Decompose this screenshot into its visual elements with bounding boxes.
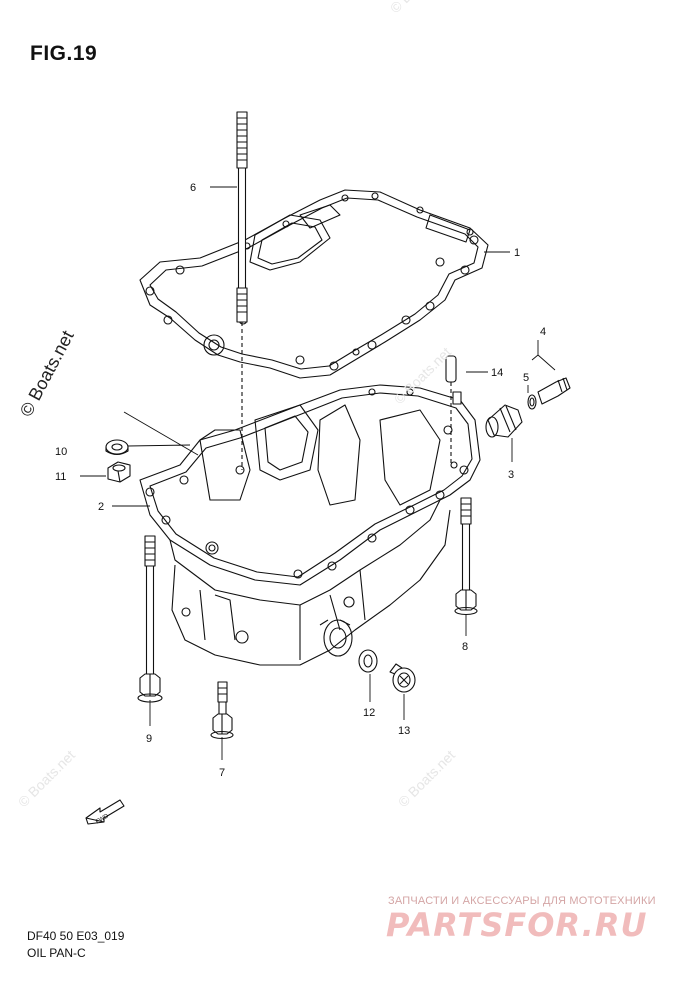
watermark-bottom-right: © Boats.net [395,747,458,810]
figure-title: FIG.19 [30,42,98,65]
o-ring-part[interactable] [527,394,537,410]
watermark-main: © Boats.net [16,327,78,420]
callout-1: 1 [514,247,520,259]
washer-part[interactable] [105,439,129,456]
drain-plug-part[interactable] [389,663,416,693]
bolt-short-part[interactable] [210,681,234,740]
callout-11: 11 [55,471,66,483]
leader-lines [80,186,556,760]
drain-gasket-part[interactable] [358,649,378,673]
callout-14: 14 [491,367,503,379]
bolt-right-part[interactable] [454,497,478,616]
callout-7: 7 [219,767,225,779]
callout-3: 3 [508,469,514,481]
dowel-pin-part[interactable] [445,355,462,466]
oil-pan-part[interactable] [139,384,481,666]
callout-8: 8 [462,641,468,653]
watermark-top: © Boats.net [387,0,450,16]
plug-part[interactable] [485,404,523,438]
brand-tagline: ЗАПЧАСТИ И АКСЕССУАРЫ ДЛЯ МОТОТЕХНИКИ [388,895,656,907]
callout-9: 9 [146,733,152,745]
nut-part[interactable] [107,461,131,483]
callout-6: 6 [190,182,196,194]
brand-logo: PARTSFOR.RU [386,906,648,944]
stud-bolt-part[interactable] [236,111,248,470]
figure-caption: OIL PAN-C [27,946,86,960]
callout-4: 4 [540,326,546,338]
callout-12: 12 [363,707,375,719]
figure-code: DF40 50 E03_019 [27,929,125,943]
bolt-long-part[interactable] [137,535,163,703]
watermark-bottom-left: © Boats.net [15,747,78,810]
gasket-part[interactable] [139,189,489,379]
callout-10: 10 [55,446,67,458]
callout-2: 2 [98,501,104,513]
forward-arrow-icon [85,799,125,825]
fitting-part[interactable] [537,377,571,405]
callout-5: 5 [523,372,529,384]
callout-13: 13 [398,725,410,737]
